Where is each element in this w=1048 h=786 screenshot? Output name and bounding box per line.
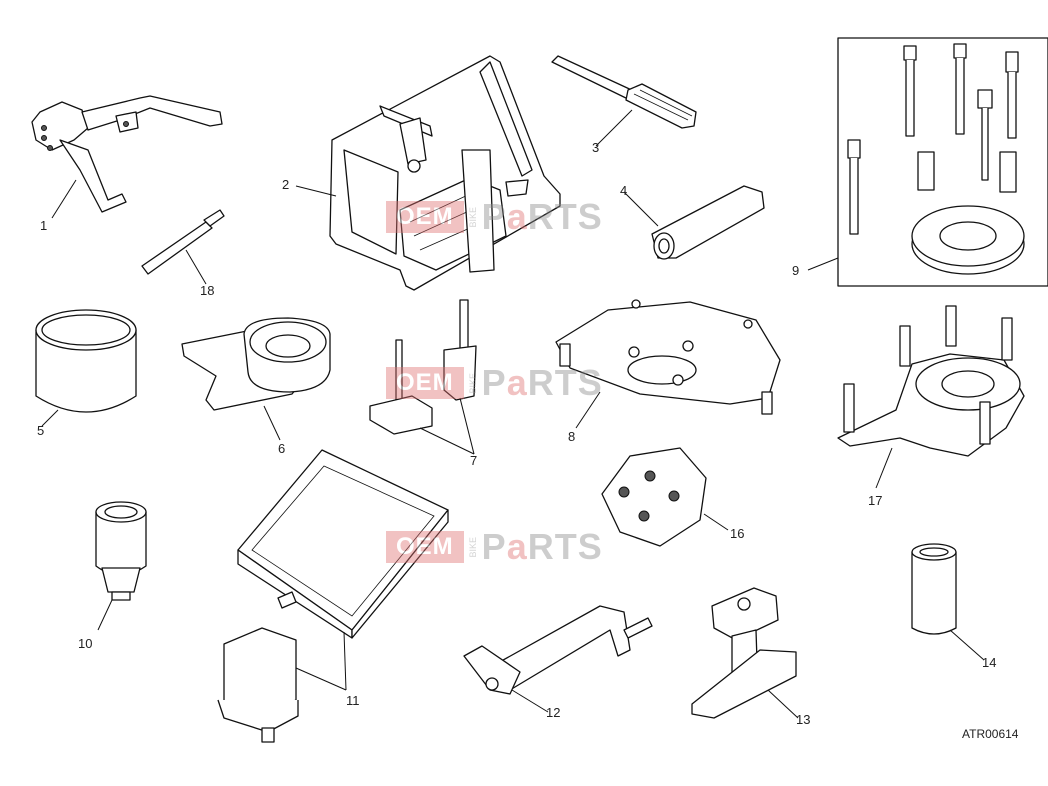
callout-6: 6: [278, 441, 286, 456]
callout-4: 4: [620, 183, 628, 198]
tool-7-pins: [369, 299, 477, 435]
callout-14: 14: [982, 655, 997, 670]
tool-8-plate: [555, 299, 781, 415]
callout-16: 16: [730, 526, 745, 541]
callout-8: 8: [568, 429, 576, 444]
callout-12: 12: [546, 705, 561, 720]
callout-10: 10: [78, 636, 93, 651]
tool-2-engine-stand: [329, 55, 561, 291]
tool-10-adapter: [95, 501, 147, 601]
tool-16-nut: [601, 447, 707, 547]
callout-1: 1: [40, 218, 48, 233]
callout-17: 17: [868, 493, 883, 508]
callout-5: 5: [37, 423, 45, 438]
callout-18: 18: [200, 283, 215, 298]
callout-11: 11: [346, 693, 360, 708]
tool-3-handle: [551, 55, 697, 129]
tool-9-kit: [837, 37, 1048, 287]
tool-17-fixture: [837, 305, 1025, 457]
callout-2: 2: [282, 177, 290, 192]
tool-6-bracket: [181, 317, 331, 411]
callout-3: 3: [592, 140, 600, 155]
tool-4-socket: [651, 185, 765, 260]
tool-13-stand: [691, 587, 797, 719]
tool-5-sleeve: [35, 309, 137, 413]
diagram-reference-code: ATR00614: [962, 727, 1019, 741]
callout-13: 13: [796, 712, 811, 727]
callout-7: 7: [470, 453, 478, 468]
tool-11-board: [217, 449, 449, 743]
tool-1-clamp: [31, 95, 223, 213]
tool-14-cylinder: [911, 543, 957, 635]
callout-9: 9: [792, 263, 800, 278]
tool-12-arm: [463, 605, 653, 695]
tool-18-pin: [141, 209, 225, 275]
